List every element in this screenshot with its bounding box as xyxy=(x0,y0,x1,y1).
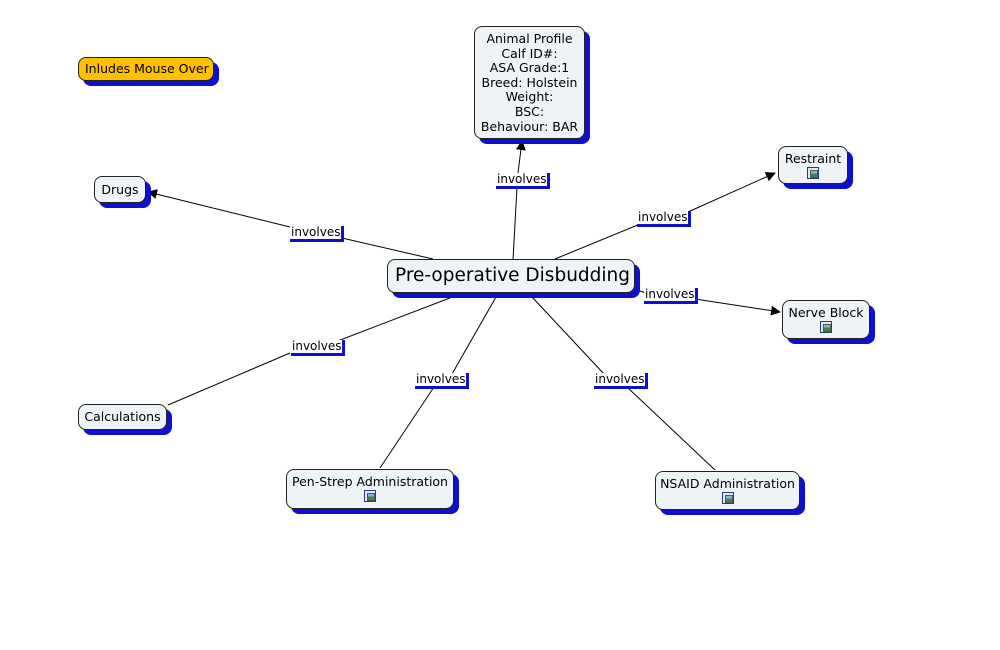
link-label-profile: involves xyxy=(496,173,551,189)
restraint-node[interactable]: Restraint xyxy=(778,146,848,184)
image-resource-icon[interactable] xyxy=(807,167,819,179)
edge-label-drugs-to-drugs xyxy=(147,189,291,228)
nerve-block-label: Nerve Block xyxy=(788,305,864,320)
nsaid-label: NSAID Administration xyxy=(660,476,795,491)
drugs-label: Drugs xyxy=(101,182,139,197)
central-node-label: Pre-operative Disbudding xyxy=(395,265,631,286)
link-label-restraint: involves xyxy=(637,211,692,227)
edge-label-nerve-block-to-nerve-block xyxy=(694,298,781,316)
animal-profile-title: Animal Profile xyxy=(486,31,573,46)
pen-strep-label: Pen-Strep Administration xyxy=(292,474,448,489)
calculations-node[interactable]: Calculations xyxy=(78,404,167,430)
nsaid-node[interactable]: NSAID Administration xyxy=(655,471,800,510)
animal-profile-calf-id: Calf ID#: xyxy=(501,45,558,61)
pen-strep-node[interactable]: Pen-Strep Administration xyxy=(286,469,454,509)
calculations-label: Calculations xyxy=(84,409,161,424)
nerve-block-node[interactable]: Nerve Block xyxy=(782,300,870,339)
edge-label-nsaid-to-nsaid xyxy=(627,387,716,471)
animal-profile-asa-grade: ASA Grade:1 xyxy=(489,60,570,76)
edge-central-to-label-restraint xyxy=(554,223,641,260)
animal-profile-breed: Breed: Holstein xyxy=(481,74,578,90)
edge-label-pen-strep-to-pen-strep xyxy=(379,386,435,469)
drugs-node[interactable]: Drugs xyxy=(94,176,146,203)
edge-central-to-label-drugs xyxy=(341,237,434,260)
animal-profile-node[interactable]: Animal Profile Calf ID#: ASA Grade:1 Bre… xyxy=(474,26,585,139)
link-label-calculations: involves xyxy=(291,340,346,356)
link-label-pen-strep: involves xyxy=(415,373,470,389)
link-label-drugs: involves xyxy=(290,226,345,242)
animal-profile-weight: Weight: xyxy=(505,89,554,105)
edge-label-profile-to-animal-profile xyxy=(515,140,526,174)
edge-label-restraint-to-restraint xyxy=(687,172,776,213)
mouse-over-note: Inludes Mouse Over xyxy=(78,57,214,81)
restraint-label: Restraint xyxy=(784,151,842,166)
image-resource-icon[interactable] xyxy=(364,490,376,502)
mouse-over-note-label: Inludes Mouse Over xyxy=(85,61,209,76)
edge-central-to-label-profile xyxy=(512,186,518,261)
pre-operative-disbudding-node[interactable]: Pre-operative Disbudding xyxy=(387,259,635,293)
link-label-nerve-block: involves xyxy=(644,288,699,304)
link-label-nsaid: involves xyxy=(594,373,649,389)
image-resource-icon[interactable] xyxy=(820,321,832,333)
edge-label-calculations-to-calculations xyxy=(167,352,291,406)
image-resource-icon[interactable] xyxy=(721,492,734,504)
edge-central-to-label-calculations xyxy=(334,295,456,343)
animal-profile-behaviour: Behaviour: BAR xyxy=(480,118,579,134)
edge-central-to-label-pen-strep xyxy=(451,296,497,375)
edge-central-to-label-nsaid xyxy=(531,296,605,375)
animal-profile-bsc: BSC: xyxy=(514,103,545,119)
